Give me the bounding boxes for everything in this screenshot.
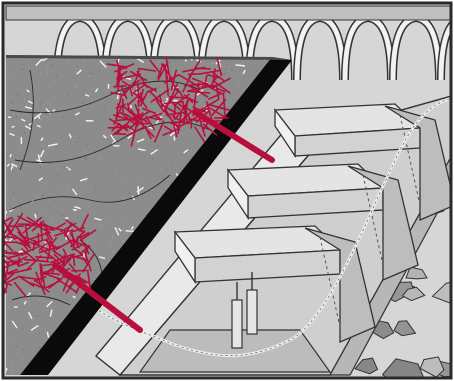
cross-section-illustration [0,0,454,381]
